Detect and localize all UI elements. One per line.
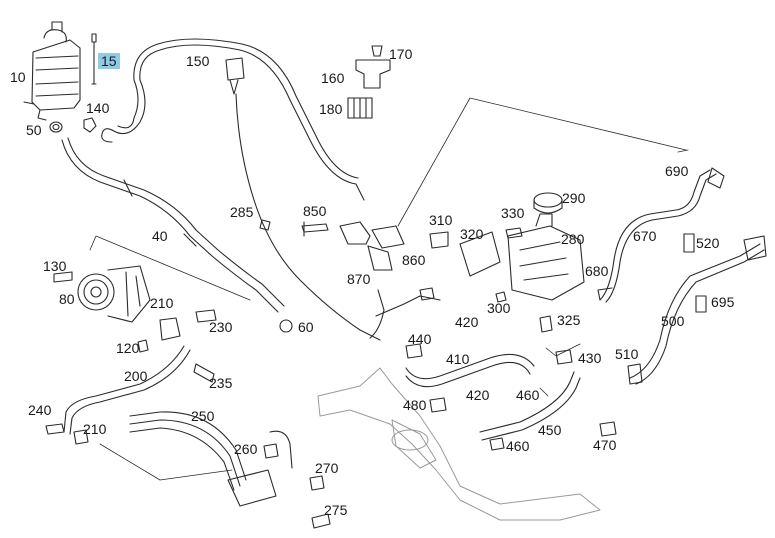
callout-460-lower[interactable]: 460	[506, 438, 530, 454]
return-line-set-part[interactable]	[405, 315, 617, 451]
callout-285[interactable]: 285	[230, 204, 254, 220]
callout-120[interactable]: 120	[116, 340, 140, 356]
callout-430[interactable]: 430	[578, 350, 602, 366]
callout-420-lower[interactable]: 420	[466, 387, 490, 403]
cooler-line-part[interactable]	[597, 167, 767, 385]
callout-690[interactable]: 690	[665, 163, 689, 179]
callout-310[interactable]: 310	[429, 212, 453, 228]
callout-410[interactable]: 410	[446, 351, 470, 367]
callout-300[interactable]: 300	[487, 300, 511, 316]
callout-520[interactable]: 520	[696, 235, 720, 251]
callout-420[interactable]: 420	[455, 314, 479, 330]
bracket-part[interactable]	[347, 45, 391, 119]
wiring-harness-part[interactable]	[235, 93, 381, 341]
callout-670[interactable]: 670	[633, 228, 657, 244]
callout-480[interactable]: 480	[403, 397, 427, 413]
callout-140[interactable]: 140	[86, 100, 110, 116]
dipstick-part[interactable]	[91, 33, 97, 85]
pressure-hose-part[interactable]	[45, 309, 217, 445]
callout-695[interactable]: 695	[711, 294, 735, 310]
filler-cap-part[interactable]	[533, 192, 563, 214]
callout-235[interactable]: 235	[209, 375, 233, 391]
clamp-part[interactable]	[279, 319, 293, 333]
bolt-part[interactable]	[301, 221, 405, 271]
clip-part[interactable]	[83, 117, 97, 133]
hydraulic-line-set-part[interactable]	[129, 411, 331, 529]
steering-pump-part[interactable]	[53, 265, 151, 353]
callout-150[interactable]: 150	[186, 53, 210, 69]
hose-clamp-part[interactable]	[49, 121, 63, 133]
callout-210[interactable]: 210	[150, 295, 174, 311]
callout-180[interactable]: 180	[319, 101, 343, 117]
callout-510[interactable]: 510	[615, 346, 639, 362]
reservoir-tank-part[interactable]	[23, 21, 81, 121]
callout-450[interactable]: 450	[538, 422, 562, 438]
callout-80[interactable]: 80	[59, 291, 75, 307]
callout-860[interactable]: 860	[402, 252, 426, 268]
callout-470[interactable]: 470	[593, 437, 617, 453]
callout-160[interactable]: 160	[321, 70, 345, 86]
callout-440[interactable]: 440	[408, 331, 432, 347]
callout-15-highlighted[interactable]: 15	[98, 53, 120, 69]
callout-60[interactable]: 60	[298, 319, 314, 335]
callout-130[interactable]: 130	[43, 258, 67, 274]
pressure-sensor-part[interactable]	[225, 57, 245, 95]
callout-210-lower[interactable]: 210	[83, 421, 107, 437]
callout-680[interactable]: 680	[585, 263, 609, 279]
callout-250[interactable]: 250	[191, 408, 215, 424]
callout-50[interactable]: 50	[26, 122, 42, 138]
return-hose-part[interactable]	[101, 38, 365, 201]
callout-460[interactable]: 460	[516, 387, 540, 403]
callout-500[interactable]: 500	[661, 313, 685, 329]
callout-260[interactable]: 260	[234, 441, 258, 457]
callout-290[interactable]: 290	[562, 190, 586, 206]
callout-200[interactable]: 200	[124, 368, 148, 384]
callout-870[interactable]: 870	[347, 271, 371, 287]
callout-325[interactable]: 325	[557, 312, 581, 328]
subframe-outline	[317, 367, 601, 521]
sensor-harness-part[interactable]	[369, 287, 441, 339]
callout-230[interactable]: 230	[209, 319, 233, 335]
callout-40[interactable]: 40	[152, 228, 168, 244]
callout-330[interactable]: 330	[501, 205, 525, 221]
callout-240[interactable]: 240	[28, 402, 52, 418]
callout-320[interactable]: 320	[460, 226, 484, 242]
callout-170[interactable]: 170	[389, 46, 413, 62]
callout-275[interactable]: 275	[324, 502, 348, 518]
callout-270[interactable]: 270	[315, 460, 339, 476]
callout-280[interactable]: 280	[561, 231, 585, 247]
suction-hose-part[interactable]	[61, 137, 285, 313]
callout-850[interactable]: 850	[303, 203, 327, 219]
valve-block-part[interactable]	[429, 213, 585, 303]
callout-10[interactable]: 10	[10, 69, 26, 85]
